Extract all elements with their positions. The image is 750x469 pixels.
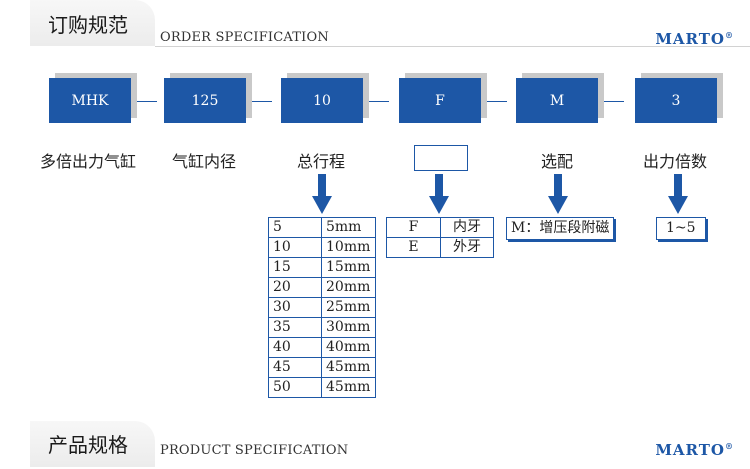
separator-dash bbox=[369, 101, 389, 102]
brand-logo: MARTO® bbox=[655, 30, 734, 48]
order-spec-title-en: ORDER SPECIFICATION bbox=[160, 30, 329, 45]
order-spec-title-cn: 订购规范 bbox=[48, 13, 128, 37]
code-box-option: M bbox=[516, 78, 598, 123]
label-multiplier: 出力倍数 bbox=[643, 152, 708, 171]
arrow-down-icon bbox=[429, 174, 449, 214]
product-spec-title-en: PRODUCT SPECIFICATION bbox=[160, 443, 349, 458]
arrow-down-icon bbox=[312, 174, 332, 214]
arrow-down-icon bbox=[548, 174, 568, 214]
label-bore: 气缸内径 bbox=[172, 152, 237, 171]
header-tab bbox=[30, 421, 155, 467]
separator-dash bbox=[487, 101, 507, 102]
separator-dash bbox=[252, 101, 272, 102]
header-tab bbox=[30, 0, 155, 46]
multiplier-box: 1~5 bbox=[656, 217, 706, 240]
code-box-stroke: 10 bbox=[281, 78, 363, 123]
thread-label-box bbox=[414, 145, 468, 171]
option-box: M：增压段附磁 bbox=[506, 217, 615, 240]
label-stroke: 总行程 bbox=[297, 152, 346, 171]
label-model: 多倍出力气缸 bbox=[40, 152, 137, 171]
brand-logo: MARTO® bbox=[655, 441, 734, 459]
code-box-model: MHK bbox=[49, 78, 131, 123]
code-box-multiplier: 3 bbox=[635, 78, 717, 123]
code-box-thread: F bbox=[399, 78, 481, 123]
label-option: 选配 bbox=[541, 152, 574, 171]
order-spec-header: 订购规范 ORDER SPECIFICATION MARTO® bbox=[0, 0, 750, 48]
arrow-down-icon bbox=[668, 174, 688, 214]
header-divider bbox=[155, 46, 750, 47]
separator-dash bbox=[137, 101, 157, 102]
code-box-bore: 125 bbox=[164, 78, 246, 123]
product-spec-title-cn: 产品规格 bbox=[48, 433, 128, 457]
product-spec-header: 产品规格 PRODUCT SPECIFICATION MARTO® bbox=[0, 421, 750, 469]
separator-dash bbox=[604, 101, 624, 102]
